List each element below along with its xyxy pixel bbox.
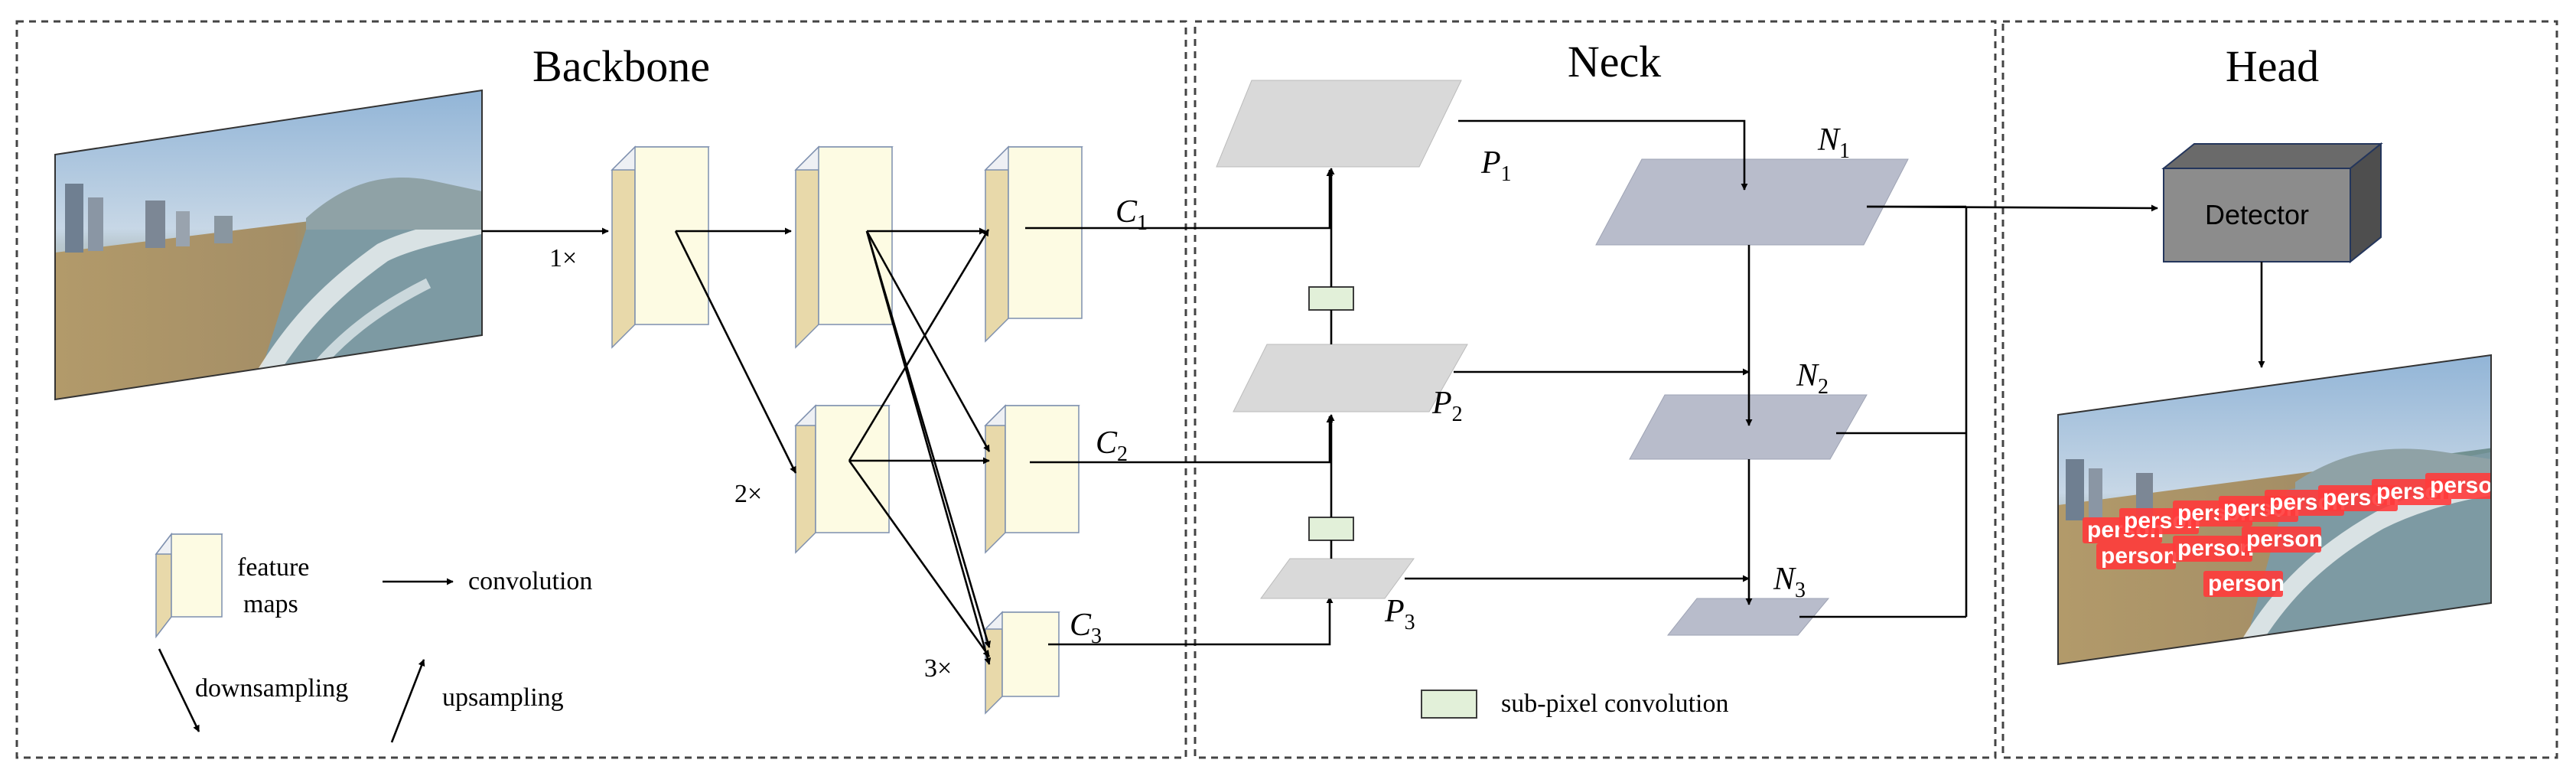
plane-n2 bbox=[1629, 394, 1868, 460]
neck-frame bbox=[1194, 20, 1997, 759]
scale-1x-label: 1× bbox=[549, 244, 577, 272]
legend-upsampling-arrow bbox=[390, 659, 425, 743]
detector-box: Detector bbox=[2161, 142, 2383, 264]
detector-label: Detector bbox=[2205, 199, 2309, 230]
plane-n1 bbox=[1595, 158, 1909, 246]
plane-p1 bbox=[1216, 80, 1462, 168]
arrow-p1-to-n1 bbox=[1458, 119, 1748, 191]
detection-tag: person bbox=[2096, 543, 2177, 569]
neck-arrows bbox=[1327, 119, 2158, 618]
subpixel-box-upper bbox=[1308, 286, 1354, 311]
arrow-c1-to-p1 bbox=[1025, 169, 1334, 230]
label-c3: C3 bbox=[1070, 608, 1102, 648]
detection-tag: person bbox=[2173, 536, 2254, 562]
feature-map-stage1 bbox=[611, 145, 710, 349]
feature-map-stage2-down bbox=[794, 404, 891, 554]
input-image bbox=[54, 89, 483, 401]
subpixel-box-lower bbox=[1308, 517, 1354, 541]
feature-map-stage2 bbox=[794, 145, 894, 349]
legend-feature-map-swatch bbox=[155, 532, 223, 639]
detections: personpersonpersonpersonpersonpersonpers… bbox=[2083, 473, 2506, 597]
detection-label: person bbox=[2246, 527, 2323, 552]
detection-label: person bbox=[2177, 536, 2254, 561]
scale-3x-label: 3× bbox=[924, 654, 952, 683]
legend-downsampling-label: downsampling bbox=[195, 674, 348, 703]
detection-tag: person bbox=[2203, 571, 2285, 597]
plane-n3 bbox=[1666, 598, 1830, 636]
detector-top bbox=[2161, 143, 2383, 169]
feature-maps bbox=[611, 145, 1083, 715]
legend-feature-maps-line1: feature bbox=[237, 553, 309, 582]
arrow-c3-to-p3 bbox=[1048, 596, 1334, 646]
plane-p2 bbox=[1233, 344, 1468, 412]
detection-label: person bbox=[2101, 543, 2177, 569]
backbone-frame bbox=[15, 20, 1187, 759]
head-frame bbox=[2001, 20, 2558, 759]
label-n1: N1 bbox=[1817, 122, 1850, 163]
section-frames bbox=[15, 20, 2558, 759]
arrow-neck-to-detector bbox=[1866, 204, 2158, 212]
legend-upsampling-label: upsampling bbox=[442, 683, 564, 712]
feature-map-c2 bbox=[984, 404, 1080, 554]
arrow-c2-to-p2 bbox=[1030, 416, 1334, 464]
backbone-arrows bbox=[482, 169, 1334, 665]
legend-convolution-label: convolution bbox=[468, 567, 592, 595]
detector-front bbox=[2163, 168, 2351, 262]
arrow-map4-to-c1 bbox=[848, 229, 990, 461]
neck-title: Neck bbox=[1568, 37, 1661, 86]
legend-downsampling-arrow bbox=[158, 648, 200, 732]
legend: feature maps convolution downsampling up… bbox=[155, 532, 1728, 743]
label-n2: N2 bbox=[1796, 358, 1829, 399]
label-c2: C2 bbox=[1096, 425, 1128, 466]
detection-tag: person bbox=[2119, 508, 2200, 534]
detection-tag: person bbox=[2242, 527, 2323, 553]
label-p1: P1 bbox=[1480, 145, 1512, 186]
legend-feature-maps-line2: maps bbox=[243, 590, 298, 618]
output-image: personpersonpersonpersonpersonpersonpers… bbox=[2057, 354, 2506, 666]
arrow-map1-down-to-map4 bbox=[674, 230, 797, 474]
arrow-map4-to-c3 bbox=[848, 460, 991, 657]
detection-label: person bbox=[2208, 571, 2285, 596]
legend-subpixel-label: sub-pixel convolution bbox=[1501, 690, 1728, 718]
label-n3: N3 bbox=[1773, 562, 1806, 602]
detection-tag: person bbox=[2425, 473, 2506, 499]
plane-p3 bbox=[1260, 558, 1415, 599]
legend-subpixel-swatch bbox=[1421, 690, 1477, 719]
scale-2x-label: 2× bbox=[734, 480, 762, 508]
feature-map-c1 bbox=[984, 145, 1083, 343]
arrow-map2-to-c3-b bbox=[865, 230, 992, 665]
label-c1: C1 bbox=[1115, 194, 1148, 235]
backbone-title: Backbone bbox=[532, 41, 710, 91]
label-p3: P3 bbox=[1384, 594, 1415, 634]
feature-map-c3 bbox=[984, 611, 1060, 715]
detection-label: person bbox=[2430, 473, 2506, 498]
neck-planes bbox=[1216, 80, 1909, 636]
label-p2: P2 bbox=[1431, 386, 1463, 426]
arrow-map2-to-c2 bbox=[865, 230, 991, 452]
head-title: Head bbox=[2226, 41, 2319, 91]
